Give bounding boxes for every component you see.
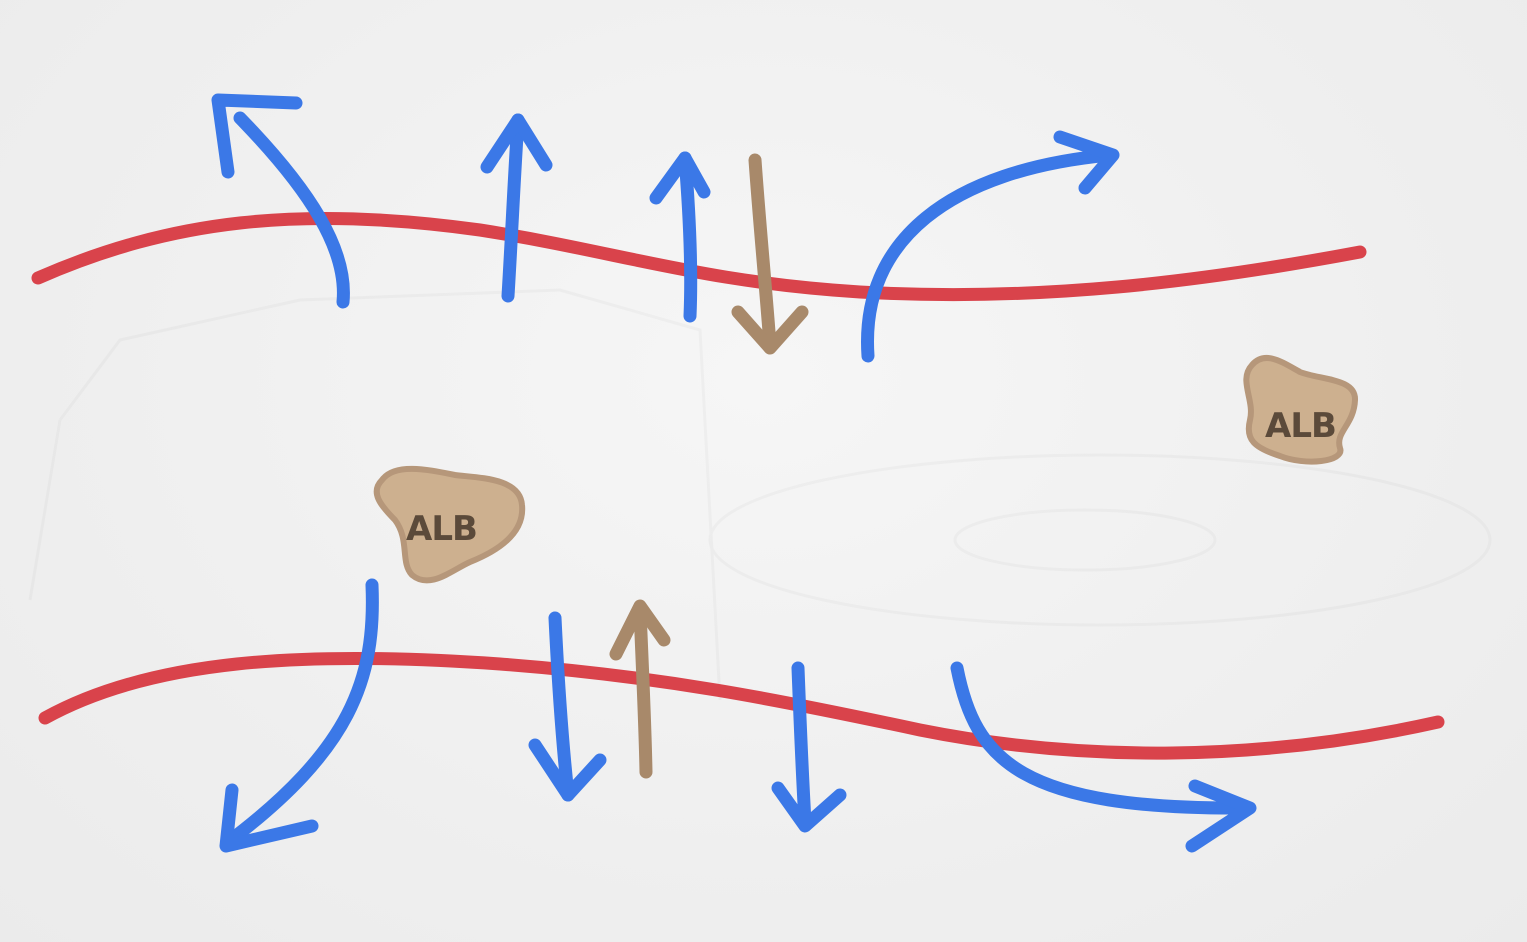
- blue-arrow-curving-down-right: [950, 661, 1255, 815]
- lower-membrane-line: [38, 651, 1445, 760]
- blue-arrow-down-short: [791, 661, 812, 829]
- blue-arrow-down: [548, 611, 575, 802]
- blue-arrow-curving-down-left: [221, 578, 379, 849]
- lower-flow-arrows: [219, 578, 1257, 853]
- lower-albumin-arrow: [609, 599, 671, 779]
- background-sketch: [28, 288, 1492, 701]
- arrowhead: [649, 151, 711, 205]
- arrowhead: [1053, 130, 1120, 195]
- arrowhead: [1185, 779, 1257, 853]
- arrowhead: [480, 113, 553, 174]
- arrowhead: [731, 305, 809, 355]
- upper-flow-arrows: [211, 93, 1120, 363]
- albumin-label: ALB: [1265, 406, 1336, 446]
- upper-albumin-arrow: [731, 153, 809, 355]
- albumin-blob-icon: [1243, 354, 1359, 465]
- blue-arrow-up-short: [678, 151, 698, 323]
- blue-arrow-curving-up-right: [861, 148, 1117, 363]
- brown-arrow-up: [633, 603, 653, 779]
- arrowhead: [609, 599, 671, 661]
- brown-arrow-down: [748, 153, 777, 352]
- albumin-blob-icon: [373, 465, 526, 584]
- arrowhead: [528, 738, 607, 802]
- albumin-blob-lower: ALB: [373, 465, 526, 584]
- albumin-blob-right: ALB: [1243, 354, 1359, 465]
- blue-arrow-up: [501, 113, 525, 303]
- arrowhead: [219, 783, 319, 853]
- upper-membrane-line: [31, 211, 1367, 302]
- arrowhead: [771, 781, 847, 833]
- albumin-label: ALB: [406, 509, 477, 549]
- blue-arrow-curving-up-left: [233, 111, 350, 309]
- arrowhead: [211, 93, 303, 179]
